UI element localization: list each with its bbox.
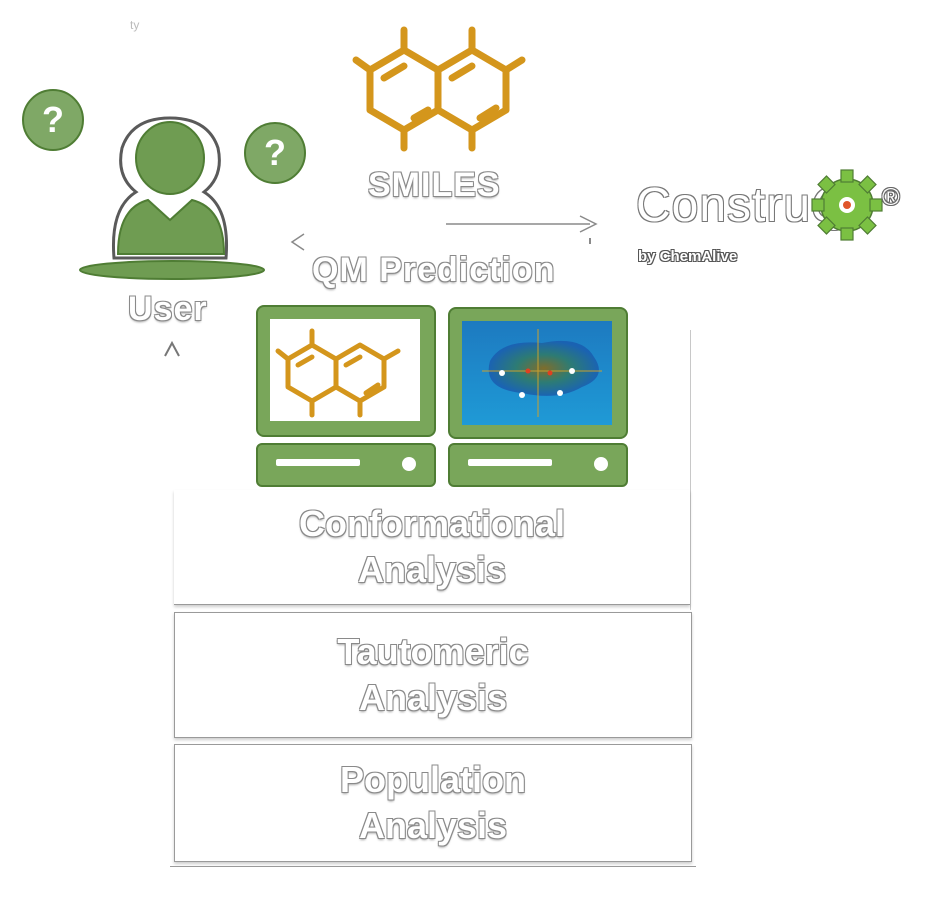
arrow-icon	[164, 340, 180, 357]
computer-base	[448, 443, 628, 487]
analysis-step-label: Tautomeric Analysis	[337, 629, 528, 721]
analysis-step-line2: Analysis	[358, 805, 508, 846]
question-bubble-icon: ?	[22, 89, 84, 151]
bottom-rule	[170, 866, 696, 867]
arrow-icon	[446, 215, 598, 244]
brand-subtitle: by ChemAlive	[638, 248, 738, 265]
analysis-step-line2: Analysis	[357, 549, 507, 590]
connector-line	[690, 330, 691, 610]
computer-icon	[448, 307, 628, 487]
analysis-step-conformational: Conformational Analysis	[174, 490, 690, 605]
analysis-step-line1: Conformational	[299, 503, 565, 544]
arrow-icon	[290, 233, 305, 251]
analysis-step-population: Population Analysis	[174, 744, 692, 862]
analysis-step-line2: Analysis	[358, 677, 508, 718]
user-label: User	[128, 290, 208, 328]
question-mark-label: ?	[42, 99, 64, 140]
corner-mark: ty	[130, 18, 140, 32]
smiles-label: SMILES	[368, 166, 501, 204]
orbital-render-icon	[462, 321, 612, 425]
analysis-step-tautomeric: Tautomeric Analysis	[174, 612, 692, 738]
user-icon	[79, 116, 265, 280]
computer-icon	[256, 305, 436, 487]
gear-icon	[811, 169, 883, 241]
analysis-step-line1: Tautomeric	[337, 631, 529, 672]
computer-base	[256, 443, 436, 487]
analysis-step-label: Conformational Analysis	[299, 501, 565, 593]
molecule-icon	[352, 26, 526, 152]
molecule-icon	[270, 319, 420, 421]
qm-prediction-label: QM Prediction	[312, 251, 556, 289]
analysis-step-label: Population Analysis	[340, 757, 526, 849]
monitor-frame	[448, 307, 628, 439]
monitor-frame	[256, 305, 436, 437]
brand-name-lead: Constru	[636, 179, 812, 232]
brand-logo: ConstruQt ® by ChemAlive	[636, 168, 916, 278]
analysis-step-line1: Population	[340, 759, 526, 800]
question-bubble-icon: ?	[244, 122, 306, 184]
question-mark-label: ?	[264, 132, 286, 173]
brand-mark: ®	[882, 184, 900, 211]
